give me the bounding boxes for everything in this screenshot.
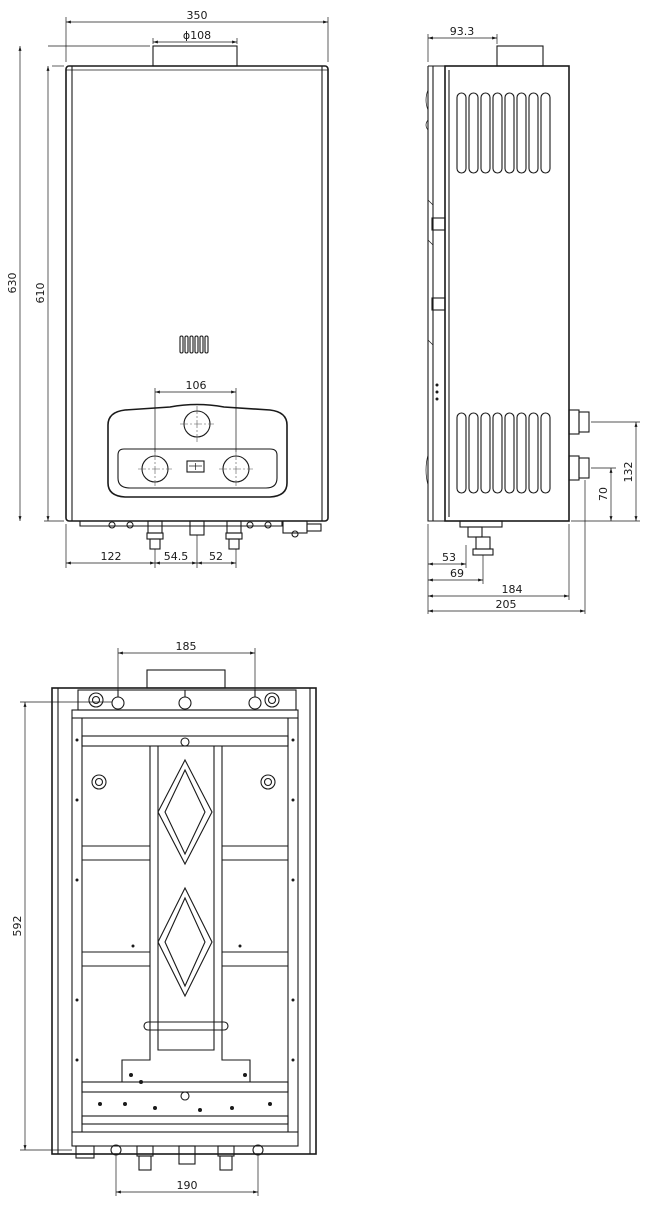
dim-inlet-height-lower: 70 — [597, 487, 610, 501]
front-dimensions — [18, 17, 329, 568]
side-flue-collar — [496, 45, 544, 67]
back-center-spine — [121, 746, 251, 1082]
dim-pipe-offset-1: 53 — [442, 551, 456, 564]
dim-height-body: 610 — [34, 283, 47, 304]
dim-pipe-spacing-1: 54.5 — [164, 550, 189, 563]
back-view: 185 592 190 — [11, 640, 317, 1196]
dim-inlet-height-upper: 132 — [622, 462, 635, 483]
side-knobs — [568, 409, 590, 481]
back-horizontal-ribs — [81, 735, 289, 1125]
back-diamond-lower — [157, 886, 213, 998]
dim-flue-offset: 93.3 — [450, 25, 475, 38]
side-wall-bracket — [427, 65, 445, 522]
dim-depth-body: 184 — [502, 583, 523, 596]
back-diamond-upper — [157, 758, 213, 866]
front-control-panel — [107, 403, 288, 498]
back-fixing-dots — [75, 738, 295, 1112]
dim-width: 350 — [187, 9, 208, 22]
dim-offset-left: 122 — [101, 550, 122, 563]
display-icon — [186, 460, 205, 473]
front-view: 350 ϕ108 630 610 106 122 54.5 52 — [6, 9, 329, 568]
dim-pipe-offset-2: 69 — [450, 567, 464, 580]
side-upper-vents — [456, 92, 551, 174]
back-keyhole-mounts — [111, 690, 262, 1101]
side-bottom-pipes — [459, 520, 503, 556]
front-louvre-grille — [179, 335, 209, 354]
back-flue-collar — [146, 669, 226, 689]
back-body-outline — [51, 687, 317, 1155]
back-bolts — [88, 692, 280, 790]
dim-knob-spacing: 106 — [186, 379, 207, 392]
front-body-outline — [65, 65, 329, 522]
side-view: 93.3 132 70 53 69 184 205 — [425, 25, 640, 614]
dim-hole-spacing-top: 185 — [176, 640, 197, 653]
dim-height-total: 630 — [6, 273, 19, 294]
front-flue-collar — [152, 45, 238, 67]
side-dimensions — [427, 34, 640, 614]
back-bottom-connections — [75, 1144, 264, 1171]
dim-hole-spacing-bottom: 190 — [177, 1179, 198, 1192]
dim-height-mount: 592 — [11, 916, 24, 937]
side-lower-vents — [456, 412, 551, 494]
back-dimensions — [20, 648, 259, 1196]
dim-depth-total: 205 — [496, 598, 517, 611]
dim-pipe-spacing-2: 52 — [209, 550, 223, 563]
front-bottom-fittings — [79, 520, 322, 550]
dim-flue-diameter: ϕ108 — [183, 29, 211, 42]
